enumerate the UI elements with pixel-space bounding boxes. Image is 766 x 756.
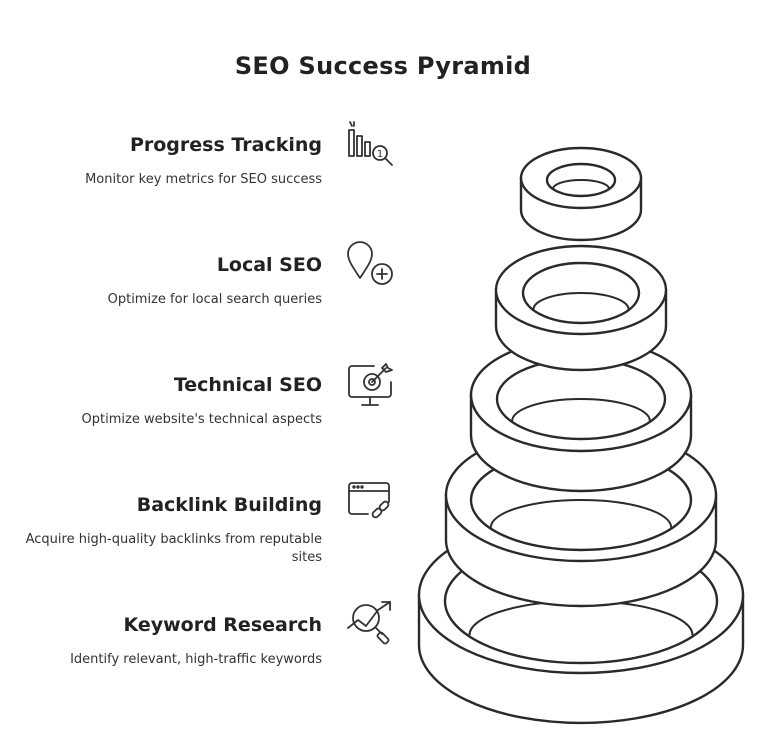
level-heading: Local SEO xyxy=(216,254,322,276)
level-technical-seo: Technical SEO Optimize website's technic… xyxy=(2,373,322,429)
ring-local-seo xyxy=(494,244,668,372)
search-trend-icon xyxy=(346,598,396,648)
level-heading: Backlink Building xyxy=(136,494,322,516)
level-description: Identify relevant, high-traffic keywords xyxy=(70,652,322,667)
ring-progress-tracking xyxy=(519,146,643,242)
ring-inner-wall xyxy=(511,398,651,422)
level-description: Acquire high-quality backlinks from repu… xyxy=(25,532,322,565)
level-local-seo: Local SEO Optimize for local search quer… xyxy=(2,253,322,309)
level-description: Monitor key metrics for SEO success xyxy=(85,172,322,187)
location-pin-plus-icon xyxy=(346,238,396,288)
level-heading: Keyword Research xyxy=(123,614,322,636)
page-title: SEO Success Pyramid xyxy=(234,52,532,80)
browser-link-icon xyxy=(346,480,396,530)
level-heading: Progress Tracking xyxy=(129,134,322,156)
chart-magnifier-icon: 1 xyxy=(346,120,396,170)
level-keyword-research: Keyword Research Identify relevant, high… xyxy=(2,613,322,669)
level-description: Optimize website's technical aspects xyxy=(81,412,322,427)
level-description: Optimize for local search queries xyxy=(107,292,322,307)
ring-inner-wall xyxy=(489,499,673,528)
level-backlink-building: Backlink Building Acquire high-quality b… xyxy=(2,493,322,567)
level-heading: Technical SEO xyxy=(173,374,322,396)
ring-inner-wall xyxy=(532,292,630,310)
ring-technical-seo xyxy=(469,337,693,493)
monitor-target-icon xyxy=(346,360,396,410)
level-progress-tracking: Progress Tracking Monitor key metrics fo… xyxy=(2,133,322,189)
ring-inner-wall xyxy=(552,179,610,190)
svg-text:1: 1 xyxy=(377,149,383,160)
